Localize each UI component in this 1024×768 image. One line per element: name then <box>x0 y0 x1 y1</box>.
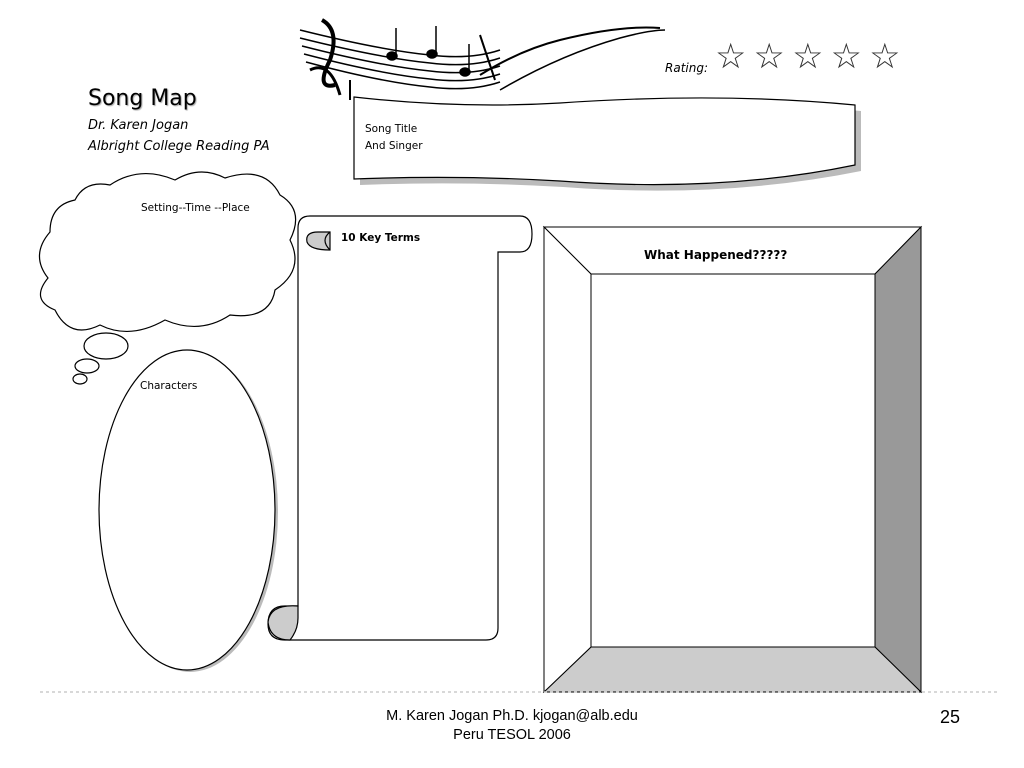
star-icon: ☆ <box>792 37 823 77</box>
key-terms-label: 10 Key Terms <box>341 232 421 244</box>
rating-label: Rating: <box>665 61 708 75</box>
footer-event: Peru TESOL 2006 <box>453 727 571 743</box>
song-title-label: Song Title <box>365 123 418 135</box>
characters-oval <box>98 349 278 672</box>
music-notes-graphic <box>299 18 666 100</box>
star-icon: ☆ <box>830 37 862 77</box>
song-title-banner <box>353 96 861 191</box>
page-title: Song Map <box>88 86 197 111</box>
what-happened-frame <box>542 225 923 694</box>
college-name: Albright College Reading PA <box>88 139 270 154</box>
singer-label: And Singer <box>365 140 423 152</box>
thought-cloud <box>38 171 297 385</box>
star-icon: ☆ <box>753 37 785 77</box>
what-happened-label: What Happened????? <box>644 248 788 262</box>
page-number: 25 <box>940 707 961 727</box>
characters-label: Characters <box>140 380 198 392</box>
footer-contact: M. Karen Jogan Ph.D. kjogan@alb.edu <box>386 708 638 724</box>
star-icon: ☆ <box>869 37 900 77</box>
author-name: Dr. Karen Jogan <box>88 118 189 133</box>
star-icon: ☆ <box>715 37 746 77</box>
setting-label: Setting--Time --Place <box>141 202 250 214</box>
rating-stars: ☆ ☆ ☆ ☆ ☆ <box>715 37 901 77</box>
key-terms-scroll <box>267 215 533 641</box>
